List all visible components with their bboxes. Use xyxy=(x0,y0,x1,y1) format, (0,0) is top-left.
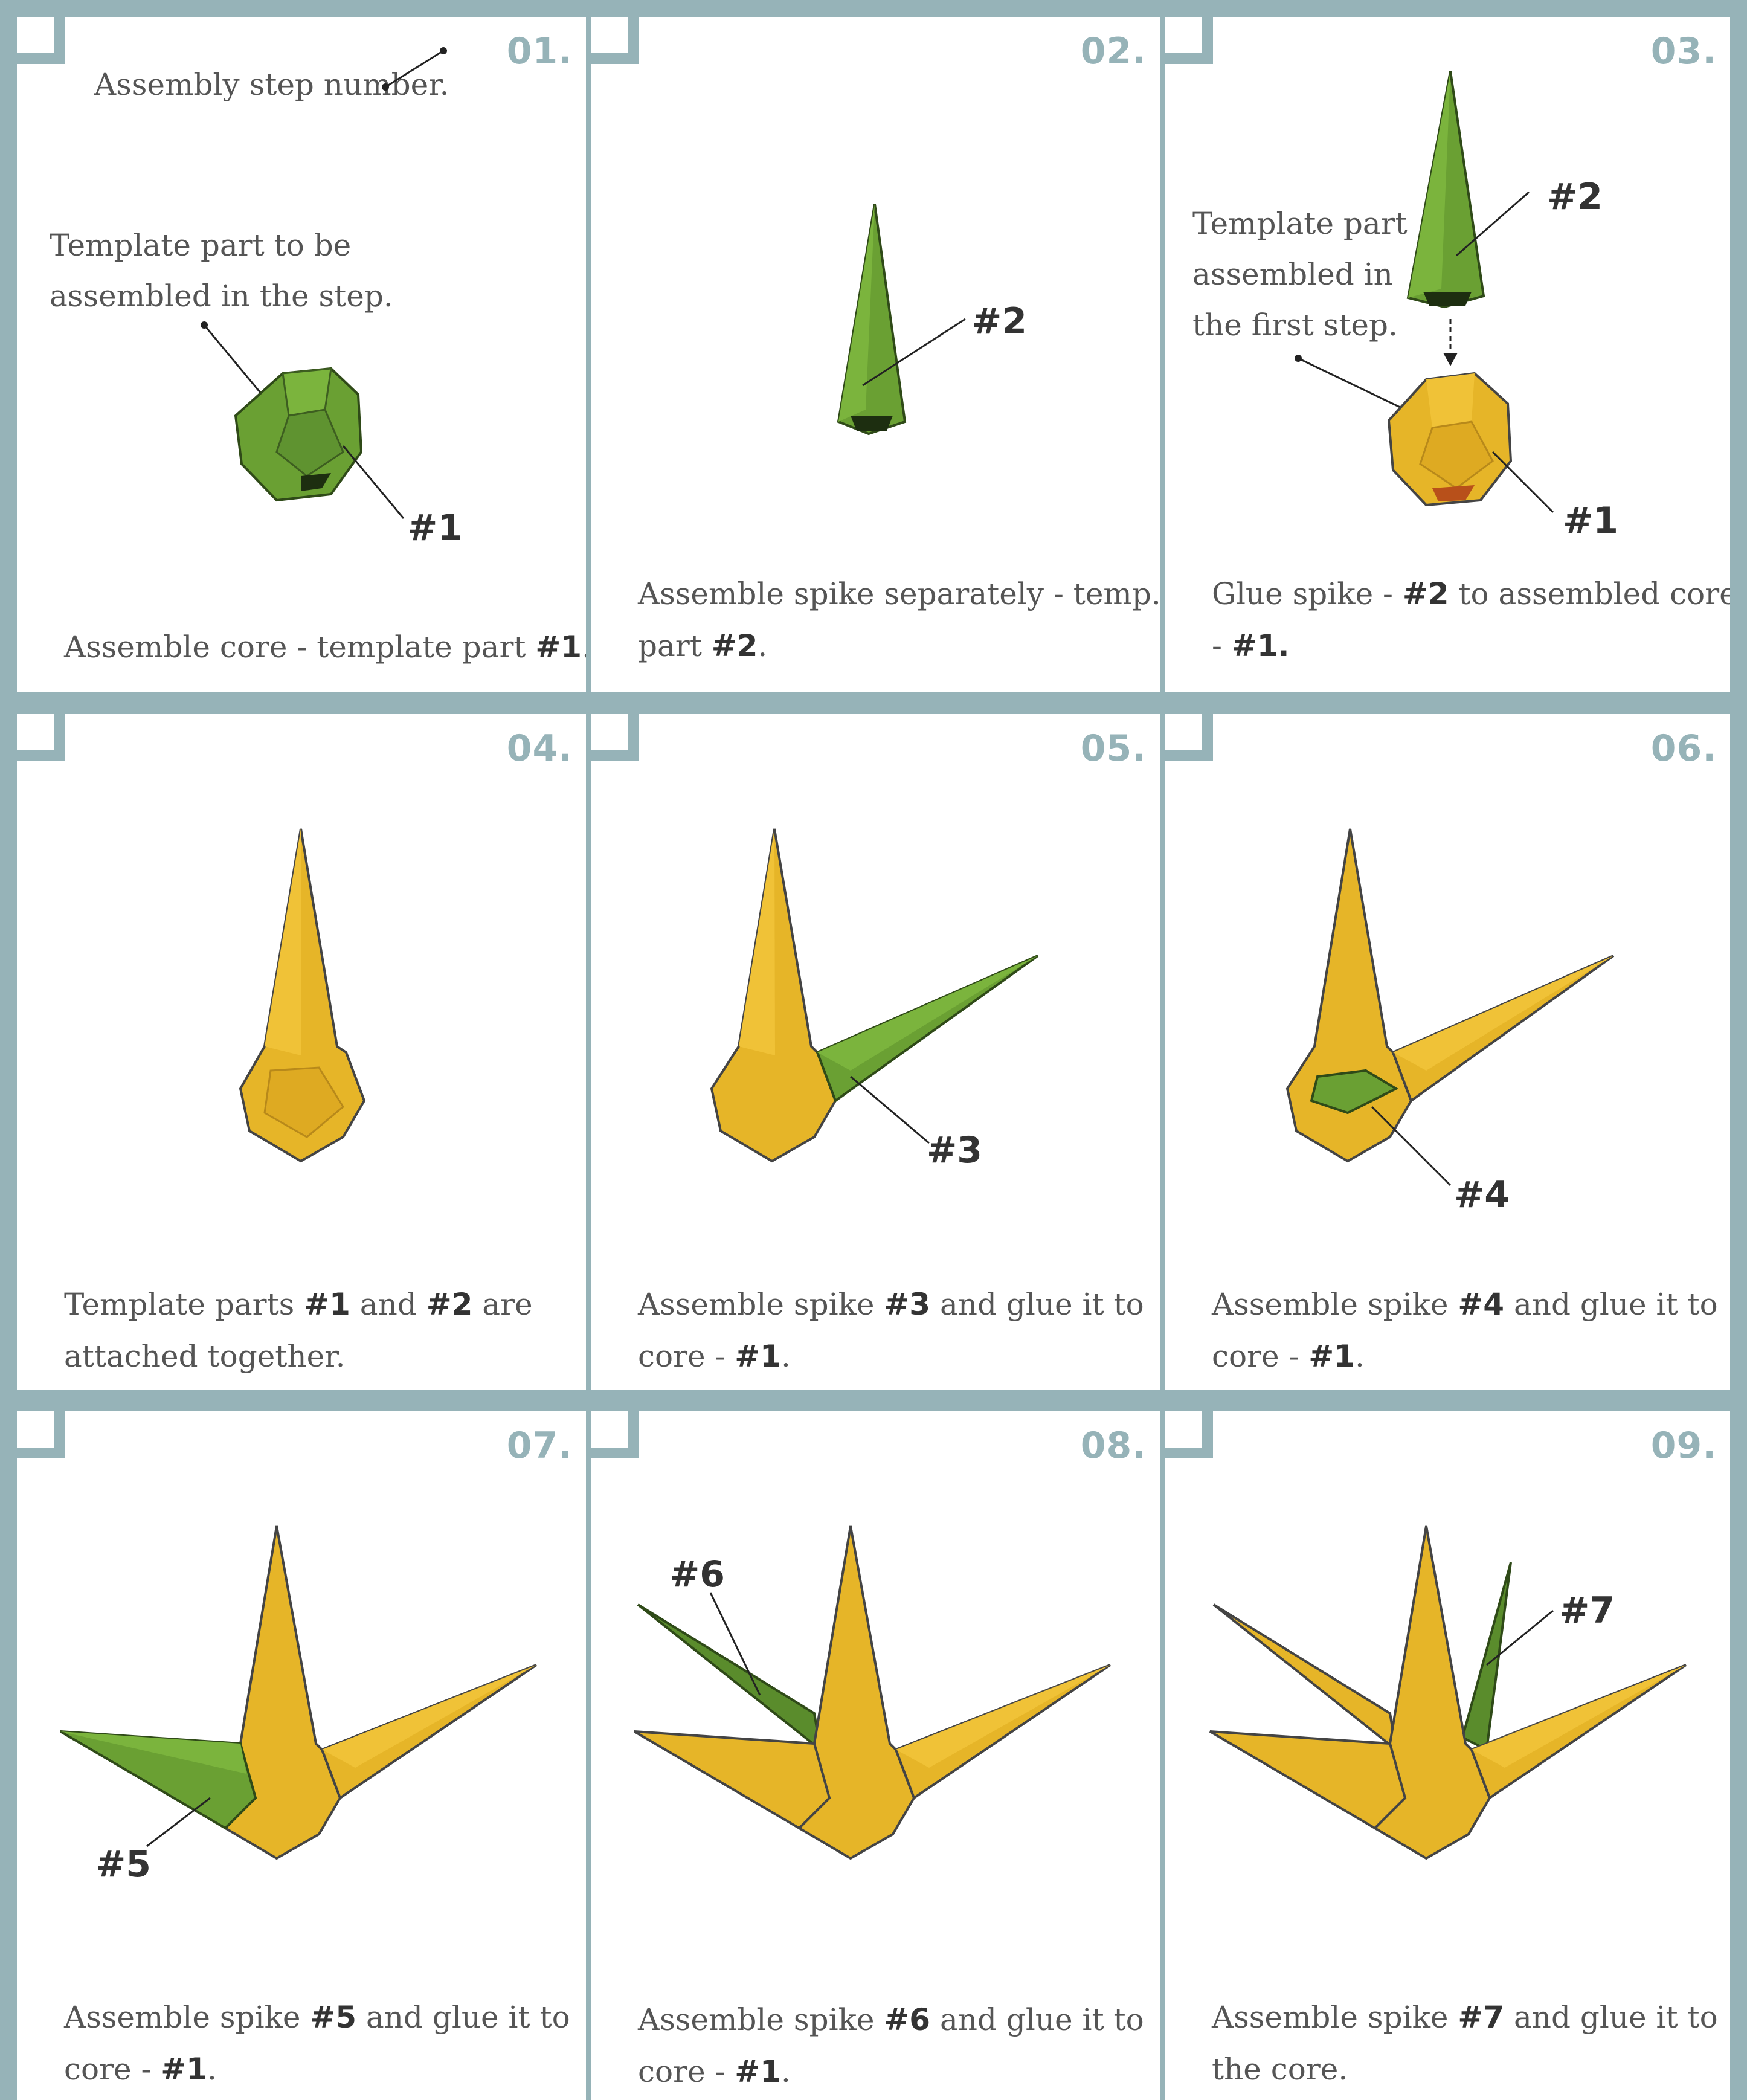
core-part-1 xyxy=(1389,373,1511,505)
spike-5-illustration: #5 xyxy=(17,1411,586,2087)
part-tag: #1 xyxy=(1563,500,1618,542)
step-panel-09: 09. #7 Assemble spike #7 and glue it to … xyxy=(1165,1411,1730,2100)
spike-part-2 xyxy=(1408,71,1484,307)
core-part-1 xyxy=(236,369,361,500)
step-caption: Assemble spike separately - temp. part #… xyxy=(638,568,1160,672)
step-caption: Assemble spike #5 and glue it to core - … xyxy=(64,1991,586,2095)
part-tag: #4 xyxy=(1454,1174,1510,1216)
step-caption: Assemble core - template part #1. xyxy=(64,621,586,673)
spike-part-2 xyxy=(838,204,905,434)
spike-part-3 xyxy=(817,956,1038,1101)
step-caption: Assemble spike #7 and glue it to the cor… xyxy=(1212,1991,1730,2095)
part-tag: #7 xyxy=(1559,1589,1615,1632)
part-tag: #2 xyxy=(971,300,1027,343)
step-panel-06: 06. #4 Assemble spike #4 and glue it to … xyxy=(1165,714,1730,1390)
step-panel-05: 05. #3 Assemble spike #3 and glue it to … xyxy=(591,714,1160,1390)
step-caption: Assemble spike #3 and glue it to core - … xyxy=(638,1278,1160,1382)
spike-7-illustration: #7 xyxy=(1165,1411,1730,2087)
spike-part-6 xyxy=(638,1605,820,1750)
step-panel-02: 02. #2 Assemble spike separately - temp.… xyxy=(591,17,1160,692)
part-tag: #3 xyxy=(927,1129,982,1171)
step-panel-04: 04. Template parts #1 and #2 are attache… xyxy=(17,714,586,1390)
part-tag: #2 xyxy=(1547,176,1603,218)
spike-part-7 xyxy=(1462,1562,1511,1750)
step-panel-03: 03. Template part assembled in the first… xyxy=(1165,17,1730,692)
step-panel-01: 01. Assembly step number. Template part … xyxy=(17,17,586,692)
step-panel-08: 08. #6 Assemble spike #6 and glue it to … xyxy=(591,1411,1160,2100)
core-with-spike xyxy=(240,829,364,1161)
step-caption: Assemble spike #4 and glue it to core - … xyxy=(1212,1278,1730,1382)
spike-6-illustration: #6 xyxy=(591,1411,1160,2087)
step-panel-07: 07. #5 Assemble spike #5 and glue it to … xyxy=(17,1411,586,2100)
part-tag: #6 xyxy=(669,1553,725,1596)
step-caption: Template parts #1 and #2 are attached to… xyxy=(64,1278,586,1382)
step-caption: Assemble spike #6 and glue it to core - … xyxy=(638,1994,1160,2098)
step-caption: Glue spike - #2 to assembled core - #1. xyxy=(1212,568,1730,672)
part-tag: #5 xyxy=(95,1843,151,1886)
core-illustration: #1 xyxy=(17,17,586,692)
part-tag: #1 xyxy=(407,507,463,549)
